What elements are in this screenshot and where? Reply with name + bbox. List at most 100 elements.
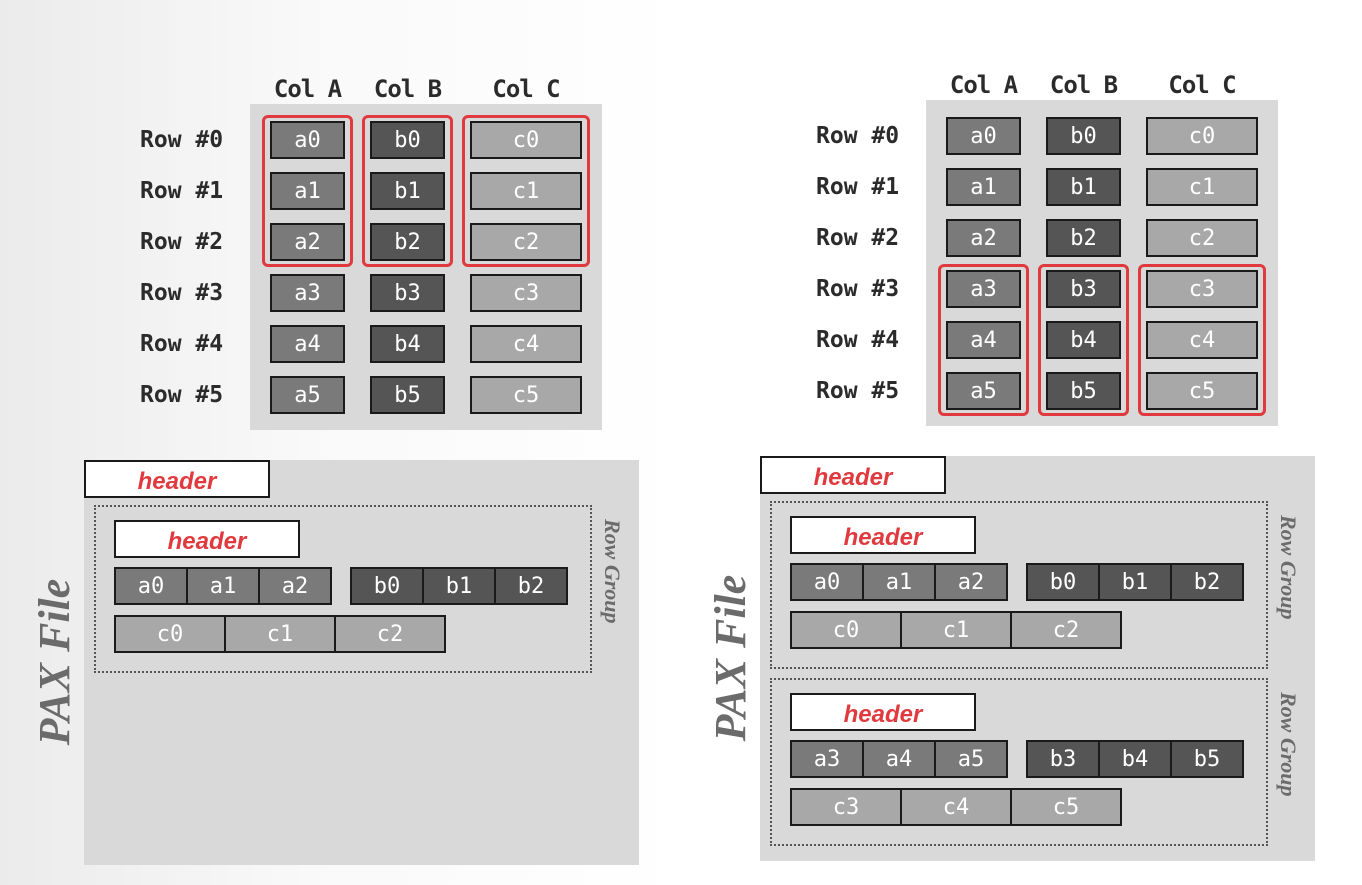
- row-group-cell: c4: [900, 788, 1012, 826]
- table-cell: a1: [946, 168, 1021, 206]
- row-label: Row #1: [816, 174, 900, 200]
- column-header: Col C: [492, 75, 560, 103]
- row-group-label: Row Group: [1276, 515, 1301, 620]
- highlight-outline-col-a: [262, 115, 353, 267]
- highlight-outline-col-c: [462, 115, 590, 267]
- row-group-cell: a5: [934, 740, 1008, 778]
- table-cell: c4: [470, 325, 582, 363]
- row-group-cell: b5: [1170, 740, 1244, 778]
- table-cell: a0: [270, 121, 345, 159]
- row-group-cell: b3: [1026, 740, 1100, 778]
- row-group-box: [94, 505, 592, 673]
- column-header: Col A: [949, 71, 1018, 99]
- highlight-outline-col-a: [938, 264, 1029, 416]
- row-group-cell: b4: [1098, 740, 1172, 778]
- row-label: Row #4: [140, 331, 224, 357]
- row-group-cell: b1: [1098, 563, 1172, 601]
- table-cell: c4: [1146, 321, 1258, 359]
- row-group-cell: c0: [790, 611, 902, 649]
- table-cell: a5: [270, 376, 345, 414]
- row-group-cell: a2: [258, 567, 332, 605]
- column-header: Col C: [1168, 71, 1236, 99]
- row-group-cell: c2: [1010, 611, 1122, 649]
- column-header: Col B: [1049, 71, 1118, 99]
- table-cell: c5: [1146, 372, 1258, 410]
- row-group-cell: a3: [790, 740, 864, 778]
- table-cell: a1: [270, 172, 345, 210]
- table-cell: b4: [1046, 321, 1121, 359]
- highlight-outline-col-b: [362, 115, 453, 267]
- table-cell: a3: [270, 274, 345, 312]
- row-group-cell: b0: [350, 567, 424, 605]
- column-header: Col A: [273, 75, 342, 103]
- row-label: Row #0: [816, 123, 900, 149]
- table-cell: b2: [370, 223, 445, 261]
- table-cell: a5: [946, 372, 1021, 410]
- row-group-cell: b2: [1170, 563, 1244, 601]
- highlight-outline-col-b: [1038, 264, 1129, 416]
- table-cell: b2: [1046, 219, 1121, 257]
- row-group-cell: b2: [494, 567, 568, 605]
- highlight-outline-col-c: [1138, 264, 1266, 416]
- row-label: Row #1: [140, 178, 224, 204]
- table-cell: c2: [470, 223, 582, 261]
- table-cell: a2: [946, 219, 1021, 257]
- row-group-cell: a0: [790, 563, 864, 601]
- table-cell: a3: [946, 270, 1021, 308]
- table-cell: c3: [1146, 270, 1258, 308]
- table-cell: b3: [370, 274, 445, 312]
- row-label: Row #0: [140, 127, 224, 153]
- table-cell: b4: [370, 325, 445, 363]
- row-group-box: [770, 501, 1268, 669]
- row-group-cell: a0: [114, 567, 188, 605]
- row-group-header: header: [790, 693, 976, 731]
- row-label: Row #5: [140, 382, 224, 408]
- file-header: header: [760, 456, 946, 494]
- row-group-cell: b1: [422, 567, 496, 605]
- table-cell: c2: [1146, 219, 1258, 257]
- row-group-cell: a2: [934, 563, 1008, 601]
- table-cell: a4: [270, 325, 345, 363]
- table-cell: c0: [470, 121, 582, 159]
- row-group-label: Row Group: [600, 519, 625, 624]
- row-label: Row #5: [816, 378, 900, 404]
- table-cell: b5: [370, 376, 445, 414]
- row-group-box: [770, 678, 1268, 846]
- row-group-cell: a1: [186, 567, 260, 605]
- row-group-cell: c2: [334, 615, 446, 653]
- pax-file-label: PAX File: [30, 578, 79, 746]
- row-label: Row #2: [816, 225, 900, 251]
- row-label: Row #2: [140, 229, 224, 255]
- row-group-cell: c3: [790, 788, 902, 826]
- table-cell: c0: [1146, 117, 1258, 155]
- row-group-cell: c0: [114, 615, 226, 653]
- row-group-cell: a1: [862, 563, 936, 601]
- table-cell: b3: [1046, 270, 1121, 308]
- table-cell: b5: [1046, 372, 1121, 410]
- row-group-header: header: [790, 516, 976, 554]
- row-label: Row #3: [816, 276, 900, 302]
- table-cell: c3: [470, 274, 582, 312]
- row-group-cell: b0: [1026, 563, 1100, 601]
- row-group-cell: c1: [224, 615, 336, 653]
- table-cell: b1: [370, 172, 445, 210]
- row-label: Row #4: [816, 327, 900, 353]
- pax-file-label: PAX File: [706, 574, 755, 742]
- table-cell: a2: [270, 223, 345, 261]
- file-header: header: [84, 460, 270, 498]
- row-group-cell: c5: [1010, 788, 1122, 826]
- table-cell: b1: [1046, 168, 1121, 206]
- column-header: Col B: [373, 75, 442, 103]
- row-group-cell: a4: [862, 740, 936, 778]
- table-cell: c1: [470, 172, 582, 210]
- row-group-cell: c1: [900, 611, 1012, 649]
- table-cell: a0: [946, 117, 1021, 155]
- table-cell: a4: [946, 321, 1021, 359]
- table-cell: b0: [370, 121, 445, 159]
- table-cell: c1: [1146, 168, 1258, 206]
- row-group-header: header: [114, 520, 300, 558]
